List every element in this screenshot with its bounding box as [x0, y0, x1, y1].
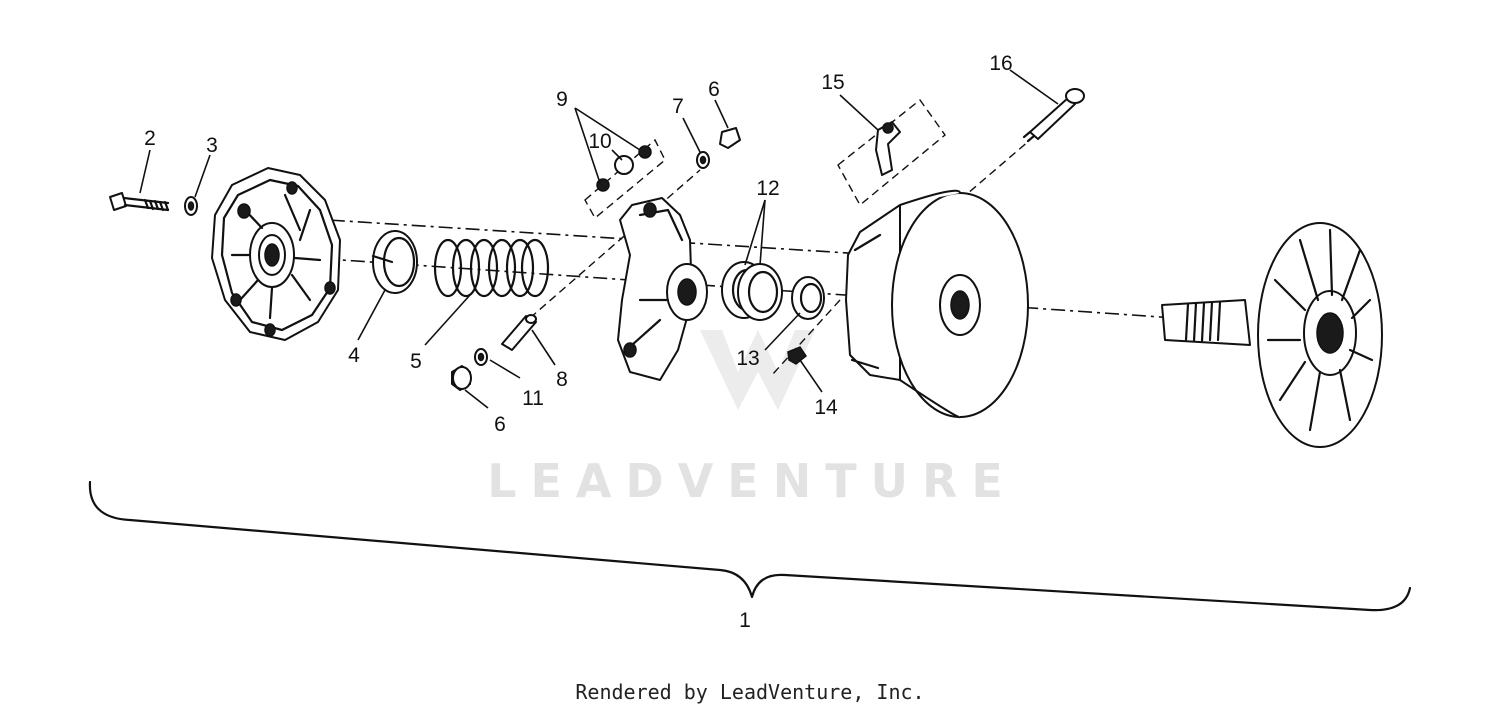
assembly-brace: [88, 480, 1412, 612]
watermark-text: LEADVENTURE: [487, 454, 1017, 508]
callout-12: 12: [756, 177, 779, 200]
callout-15: 15: [821, 71, 844, 94]
callout-11: 11: [522, 387, 544, 410]
callout-3: 3: [206, 134, 218, 157]
part-15-weight: [837, 98, 946, 207]
callout-16: 16: [989, 52, 1012, 75]
callout-14: 14: [814, 396, 838, 419]
spider: [617, 197, 708, 381]
part-13-ring: [791, 276, 825, 320]
part-8-pin: [501, 314, 537, 351]
callout-1: 1: [739, 609, 751, 632]
callout-4: 4: [348, 344, 360, 367]
callout-8: 8: [556, 368, 568, 391]
part-3-washer: [184, 196, 198, 216]
fixed-sheave: [1161, 222, 1383, 448]
leadventure-watermark: LEADVENTURE: [487, 330, 1017, 508]
part-5-spring: [433, 238, 550, 298]
callout-labels: 2 3 4 5 6 6 7 8 9 10 11 12 13 14 15 16 1: [144, 52, 1013, 632]
part-7-washer: [696, 151, 710, 169]
part-12-bushings: [721, 261, 783, 321]
movable-sheave: [845, 189, 1029, 419]
part-14-plug: [787, 346, 808, 365]
part-11-washer: [474, 348, 488, 366]
part-4-bushing: [371, 230, 418, 294]
cover-plate: [211, 167, 341, 341]
callout-6-upper: 6: [708, 78, 720, 101]
callout-5: 5: [410, 350, 422, 373]
callout-2: 2: [144, 127, 156, 150]
part-6-button-upper: [719, 127, 741, 149]
callout-13: 13: [736, 347, 759, 370]
part-6-button-lower: [451, 365, 472, 391]
leader-lines: [139, 69, 1059, 409]
part-2-bolt: [109, 192, 170, 212]
callout-9: 9: [556, 88, 568, 111]
callout-6-lower: 6: [494, 413, 506, 436]
rendered-by-credit: Rendered by LeadVenture, Inc.: [575, 680, 925, 704]
callout-10: 10: [588, 130, 611, 153]
callout-7: 7: [672, 95, 684, 118]
part-16-bolt: [1022, 88, 1085, 143]
